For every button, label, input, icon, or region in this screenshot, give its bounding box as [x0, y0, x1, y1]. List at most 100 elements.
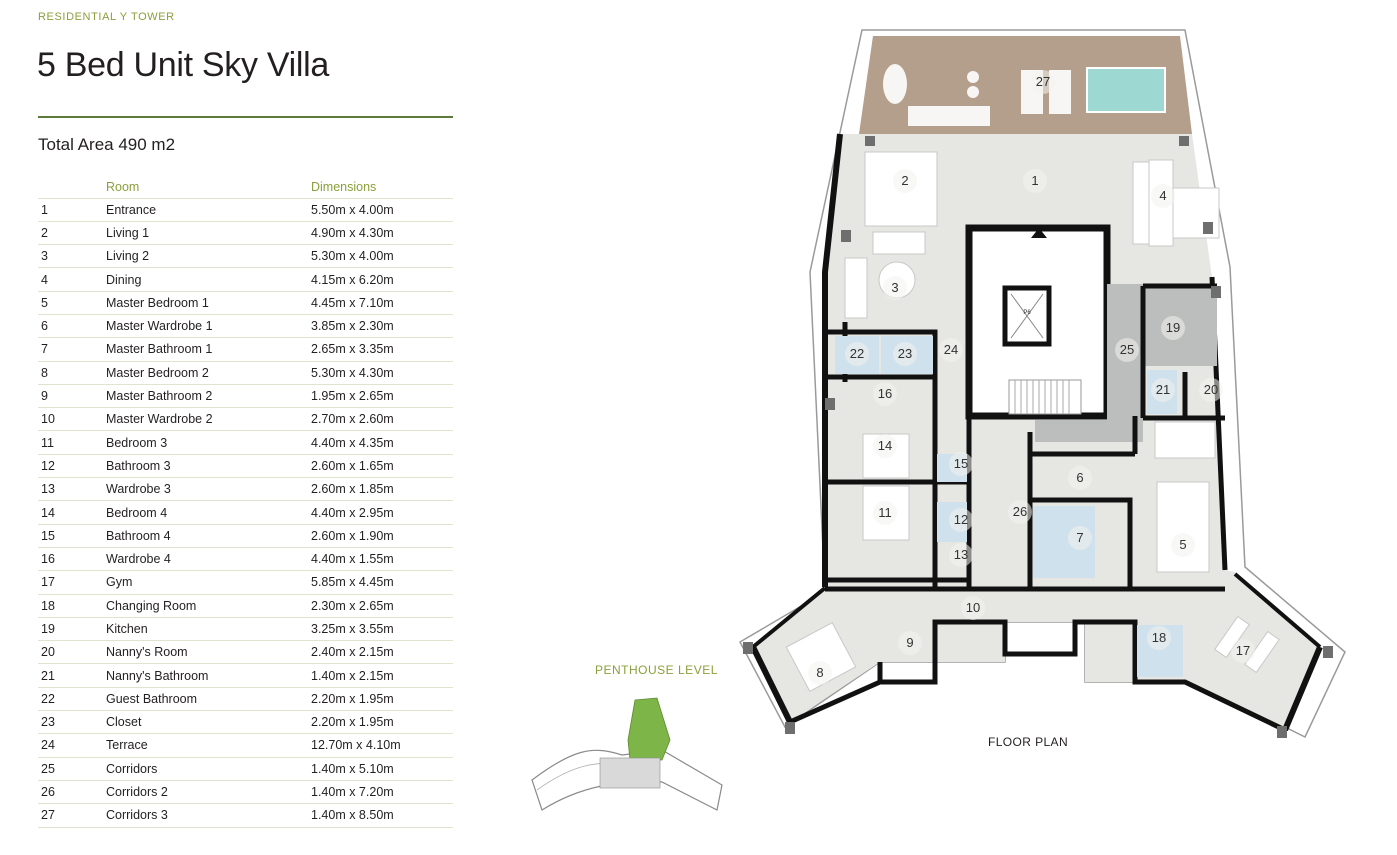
room-label-25: 25 — [1120, 342, 1134, 357]
room-dimensions: 2.40m x 2.15m — [311, 640, 453, 665]
room-number: 12 — [38, 454, 106, 479]
room-label-8: 8 — [816, 665, 823, 680]
room-label-2: 2 — [901, 173, 908, 188]
room-dimensions: 1.40m x 8.50m — [311, 803, 453, 828]
room-dimensions: 4.45m x 7.10m — [311, 291, 453, 315]
room-label-20: 20 — [1204, 382, 1218, 397]
title-divider — [38, 116, 453, 118]
floor-plan-caption: FLOOR PLAN — [988, 735, 1069, 749]
room-name: Corridors 2 — [106, 780, 311, 805]
room-label-9: 9 — [906, 635, 913, 650]
column-header-room: Room — [106, 176, 311, 199]
room-dimensions: 12.70m x 4.10m — [311, 733, 453, 758]
service-corridor — [1035, 284, 1143, 442]
room-dimensions: 2.70m x 2.60m — [311, 407, 453, 432]
key-plan — [531, 697, 723, 811]
room-number: 15 — [38, 524, 106, 548]
room-label-16: 16 — [878, 386, 892, 401]
room-label-18: 18 — [1152, 630, 1166, 645]
page-title: 5 Bed Unit Sky Villa — [37, 46, 329, 84]
room-name: Master Bedroom 2 — [106, 361, 311, 385]
keyplan-core — [599, 757, 661, 789]
room-name: Dining — [106, 267, 311, 292]
project-eyebrow: RESIDENTIAL Y TOWER — [38, 11, 175, 23]
room-dimensions: 4.40m x 4.35m — [311, 430, 453, 455]
room-label-marker — [1115, 338, 1139, 362]
room-label-5: 5 — [1179, 537, 1186, 552]
room-label-marker — [949, 543, 973, 567]
column-header-dimensions: Dimensions — [311, 176, 453, 199]
room-dimensions: 4.40m x 1.55m — [311, 547, 453, 572]
room-name: Master Wardrobe 2 — [106, 407, 311, 432]
room-number: 6 — [38, 314, 106, 339]
room-label-3: 3 — [891, 280, 898, 295]
room-label-marker — [1199, 378, 1223, 402]
room-label-marker — [1068, 526, 1092, 550]
room-name: Nanny's Bathroom — [106, 663, 311, 688]
room-name: Terrace — [106, 733, 311, 758]
room-label-22: 22 — [850, 346, 864, 361]
inner-wall — [877, 619, 1287, 733]
room-label-marker — [873, 501, 897, 525]
columns — [743, 136, 1333, 738]
room-name: Master Bathroom 1 — [106, 337, 311, 362]
table-header-row: Room Dimensions — [38, 176, 453, 199]
room-label-marker — [939, 338, 963, 362]
penthouse-level-caption: PENTHOUSE LEVEL — [595, 663, 718, 677]
room-number: 23 — [38, 710, 106, 735]
room-name: Kitchen — [106, 617, 311, 642]
room-label-11: 11 — [878, 505, 892, 520]
room-number: 10 — [38, 407, 106, 432]
room-name: Changing Room — [106, 594, 311, 618]
room-label-21: 21 — [1156, 382, 1170, 397]
room-number: 9 — [38, 384, 106, 409]
room-dimensions: 1.40m x 7.20m — [311, 780, 453, 805]
room-number: 14 — [38, 500, 106, 525]
room-label-marker — [1147, 626, 1171, 650]
floor-plan: P6 — [739, 29, 1346, 739]
room-label-14: 14 — [878, 438, 892, 453]
room-label-23: 23 — [898, 346, 912, 361]
room-dimensions: 1.40m x 2.15m — [311, 663, 453, 688]
room-dimensions: 4.90m x 4.30m — [311, 221, 453, 246]
lift-label: P6 — [1023, 310, 1031, 316]
room-dimensions: 3.25m x 3.55m — [311, 617, 453, 642]
room-dimensions: 2.60m x 1.90m — [311, 524, 453, 548]
room-number: 8 — [38, 361, 106, 385]
room-name: Master Bedroom 1 — [106, 291, 311, 315]
room-label-marker — [883, 276, 907, 300]
room-dimensions: 2.60m x 1.65m — [311, 454, 453, 479]
room-label-marker — [1151, 378, 1175, 402]
room-dimensions: 4.15m x 6.20m — [311, 267, 453, 292]
room-dimensions: 5.30m x 4.00m — [311, 244, 453, 269]
terrace-stool — [967, 86, 979, 98]
room-label-17: 17 — [1236, 643, 1250, 658]
column-header-number — [38, 176, 106, 199]
room-label-6: 6 — [1076, 470, 1083, 485]
room-name: Bedroom 4 — [106, 500, 311, 525]
room-label-marker — [1171, 533, 1195, 557]
room-label-marker — [949, 508, 973, 532]
room-number: 1 — [38, 198, 106, 222]
room-name: Living 1 — [106, 221, 311, 246]
room-label-marker — [898, 631, 922, 655]
room-label-marker — [893, 169, 917, 193]
room-label-26: 26 — [1013, 504, 1027, 519]
